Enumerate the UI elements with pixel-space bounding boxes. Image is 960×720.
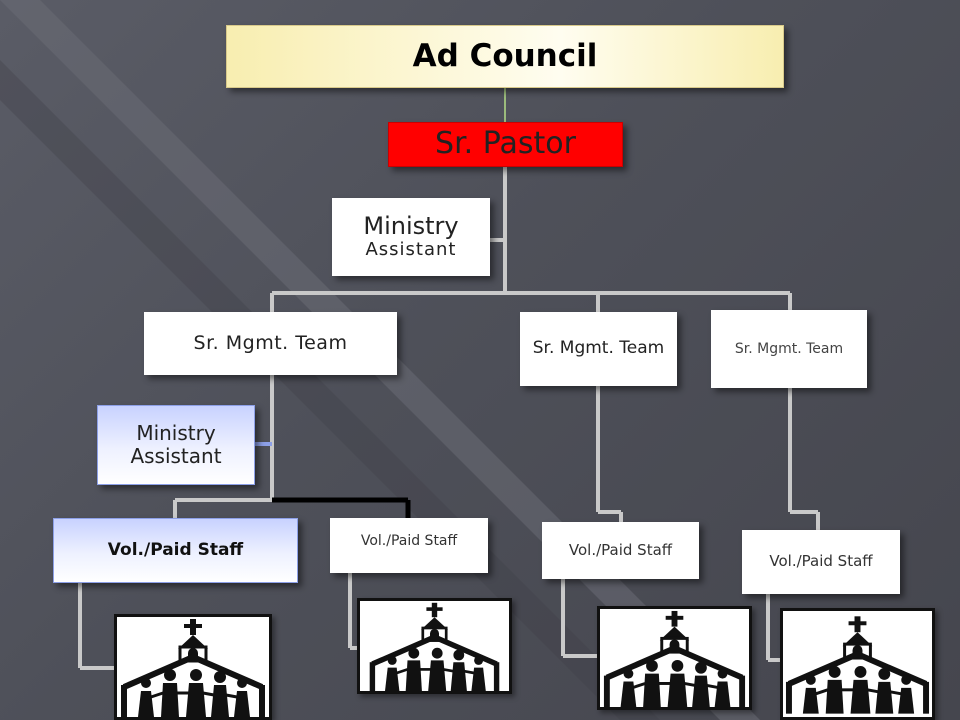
church-icon bbox=[121, 619, 265, 717]
ministry-assistant-team1-label: Ministry Assistant bbox=[130, 421, 222, 468]
staff-3-box[interactable]: Vol./Paid Staff bbox=[542, 522, 699, 579]
staff-4-label: Vol./Paid Staff bbox=[769, 552, 873, 571]
ministry-assistant-top-line1: Ministry bbox=[363, 211, 459, 240]
sr-mgmt-team-1-box[interactable]: Sr. Mgmt. Team bbox=[144, 312, 397, 375]
ministry-assistant-top-box[interactable]: Ministry Assistant bbox=[332, 198, 490, 276]
staff-1-box[interactable]: Vol./Paid Staff bbox=[53, 518, 298, 583]
ad-council-label: Ad Council bbox=[412, 37, 598, 74]
staff-2-box[interactable]: Vol./Paid Staff bbox=[330, 518, 488, 573]
staff-3-label: Vol./Paid Staff bbox=[568, 540, 673, 559]
sr-mgmt-team-2-box[interactable]: Sr. Mgmt. Team bbox=[520, 312, 677, 386]
ministry-assistant-team1-box[interactable]: Ministry Assistant bbox=[97, 405, 255, 485]
church-icon bbox=[369, 602, 500, 691]
sr-pastor-label: Sr. Pastor bbox=[435, 126, 576, 162]
church-icon-3-frame bbox=[597, 606, 752, 710]
staff-4-box[interactable]: Vol./Paid Staff bbox=[742, 530, 900, 594]
ad-council-box[interactable]: Ad Council bbox=[226, 25, 784, 88]
ministry-assistant-top-line2: Assistant bbox=[365, 239, 457, 261]
sr-pastor-box[interactable]: Sr. Pastor bbox=[388, 122, 623, 167]
sr-mgmt-team-1-label: Sr. Mgmt. Team bbox=[193, 331, 348, 354]
church-icon-2-frame bbox=[357, 598, 512, 694]
staff-2-label: Vol./Paid Staff bbox=[360, 533, 458, 549]
sr-mgmt-team-3-label: Sr. Mgmt. Team bbox=[734, 340, 844, 357]
sr-mgmt-team-3-box[interactable]: Sr. Mgmt. Team bbox=[711, 310, 867, 388]
staff-1-label: Vol./Paid Staff bbox=[107, 539, 244, 560]
church-icon bbox=[785, 616, 930, 714]
church-icon-1-frame bbox=[114, 614, 272, 720]
sr-mgmt-team-2-label: Sr. Mgmt. Team bbox=[532, 338, 665, 359]
church-icon bbox=[603, 610, 746, 707]
church-icon-4-frame bbox=[780, 608, 935, 720]
